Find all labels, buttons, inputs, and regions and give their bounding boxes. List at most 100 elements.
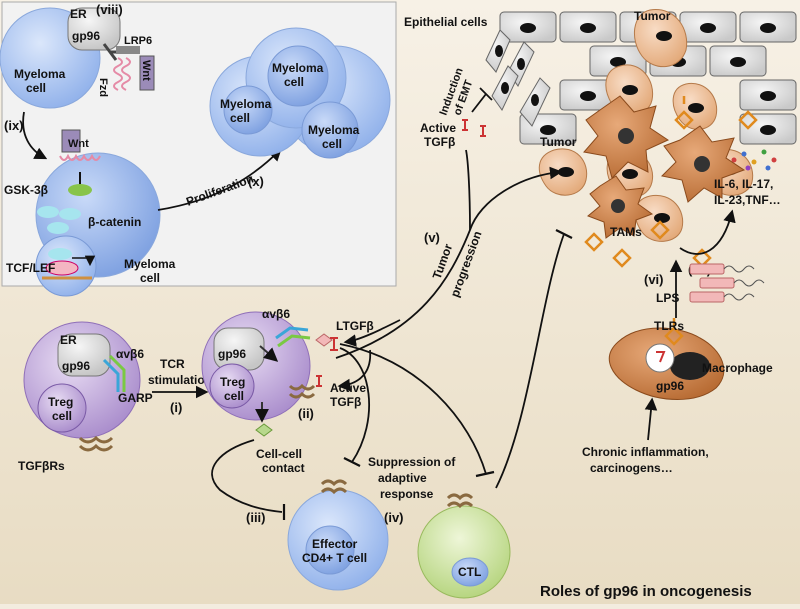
myeloma-cell-bottom-label-2: cell: [140, 271, 160, 285]
suppression-ctl-bar: [475, 470, 495, 478]
roman-viii: (viii): [96, 2, 123, 17]
gp96-label-treg-2: gp96: [218, 347, 246, 361]
arrow-ctl-tumor: [495, 233, 565, 489]
arrow-tumor-progression: [335, 166, 563, 359]
arrow-suppression-effector: [339, 347, 370, 463]
chronic-label-1: Chronic inflammation,: [582, 445, 709, 459]
active-tgfb-icon-mid: [316, 375, 322, 387]
treg-cell-label-2b: cell: [224, 389, 244, 403]
myeloma-panel: ER gp96 LRP6 (viii) Fzd Wnt Myeloma cell…: [0, 1, 397, 297]
effector-label-1: Effector: [312, 537, 358, 551]
chronic-label-2: carcinogens…: [590, 461, 673, 475]
garp-label: GARP: [118, 391, 153, 405]
suppression-effector-bar: [343, 457, 361, 467]
macrophage-gp96-label: gp96: [656, 379, 684, 393]
cluster-nucleus-2: [223, 85, 273, 135]
gp96-label-treg-1: gp96: [62, 359, 90, 373]
arrow-to-active-tgfb: [337, 349, 372, 392]
active-tgfb-mid-2: TGFβ: [330, 395, 361, 409]
arrow-proliferation: [157, 148, 282, 211]
beta-catenin-3: [47, 222, 69, 234]
cluster-nucleus-1: [301, 101, 359, 159]
ctl-label: CTL: [458, 565, 481, 579]
diagram-title: Roles of gp96 in oncogenesis: [540, 583, 752, 600]
avb6-integrin-2: [259, 326, 311, 362]
beta-catenin-2: [59, 208, 81, 220]
active-tgfb-top-1: Active: [420, 121, 456, 135]
macrophage-nucleus: [670, 352, 710, 380]
cell-contact-line: [211, 439, 283, 513]
fzd-receptor-coil: [113, 57, 131, 91]
myeloma-cell-label-top-1: Myeloma: [14, 67, 66, 81]
myeloma-cell-bottom-label-1: Myeloma: [124, 257, 176, 271]
tgfbrs-label: TGFβRs: [18, 459, 65, 473]
er-label-treg-1: ER: [60, 333, 77, 347]
treg-nucleus-1: [37, 383, 87, 433]
tgfbr-receptor-treg2: [288, 383, 316, 399]
roman-ii: (ii): [298, 406, 314, 421]
roman-vi: (vi): [644, 272, 664, 287]
transcription-arrow: [72, 255, 96, 267]
cytokines-label-1: IL-6, IL-17,: [714, 177, 773, 191]
wnt-ligand-bottom: [61, 129, 81, 153]
tumor-cells: [538, 9, 754, 242]
avb6-label-1: αvβ6: [116, 347, 144, 361]
treg-nucleus-2: [209, 363, 255, 409]
roman-iv: (iv): [384, 510, 404, 525]
macrophage-er: [645, 343, 675, 373]
er-organelle-top: [67, 7, 121, 51]
suppression-label-1: Suppression of: [368, 455, 456, 469]
treg-cell-label-1b: cell: [52, 409, 72, 423]
macrophage-label: Macrophage: [702, 361, 773, 375]
treg-cell-label-1a: Treg: [48, 395, 73, 409]
macrophage-gp96-icon: [656, 351, 666, 363]
cluster-label-3a: Myeloma: [308, 123, 360, 137]
cluster-label-2b: cell: [230, 111, 250, 125]
ltgfb-complex: [315, 333, 333, 347]
wnt-label-top: Wnt: [140, 60, 152, 81]
beta-catenin-1: [37, 206, 59, 218]
myeloma-cell-label-top-2: cell: [26, 81, 46, 95]
roman-x: (x): [248, 174, 264, 189]
er-organelle-treg-1: [57, 333, 111, 377]
emt-inhibit-line: [471, 93, 487, 113]
tams-label: TAMs: [610, 225, 642, 239]
active-tgfb-top-2: TGFβ: [424, 135, 455, 149]
effector-nucleus: [305, 525, 355, 575]
tgfbr-receptor: [78, 435, 114, 452]
treg-cell-label-2a: Treg: [220, 375, 245, 389]
tcf-lef-factor: [45, 260, 79, 276]
wnt-ligand-top: [139, 55, 155, 91]
roman-ix: (ix): [4, 118, 24, 133]
lps-molecules: [689, 263, 765, 303]
ctl-nucleus: [451, 557, 489, 587]
cluster-label-1a: Myeloma: [272, 61, 324, 75]
roman-i: (i): [170, 400, 182, 415]
tumor-panel: Epithelial cells Induction of EMT Active…: [404, 9, 797, 475]
beta-catenin-label: β-catenin: [88, 215, 141, 229]
roman-iii: (iii): [246, 510, 266, 525]
avb6-label-2: αvβ6: [262, 307, 290, 321]
ltgfb-icon: [330, 337, 338, 351]
lps-label: LPS: [656, 291, 679, 305]
gsk3b-label: GSK-3β: [4, 183, 48, 197]
tam-cells: [583, 95, 746, 239]
suppression-label-3: response: [380, 487, 434, 501]
ltgfb-label: LTGFβ: [336, 319, 374, 333]
active-tgfb-mid-1: Active: [330, 381, 366, 395]
emt-inhibit-bar: [479, 87, 493, 101]
tcr-label-1: TCR: [160, 357, 185, 371]
cytokine-dots: [731, 149, 777, 171]
wnt-label-bottom: Wnt: [68, 138, 89, 150]
tumor-mid-label: Tumor: [540, 135, 577, 149]
arrow-chronic: [644, 397, 658, 441]
er-label-top: ER: [70, 7, 87, 21]
arrow-ix: [22, 111, 48, 160]
cell-contact-label-1: Cell-cell: [256, 447, 302, 461]
cluster-label-1b: cell: [284, 75, 304, 89]
tlrs-label: TLRs: [654, 319, 684, 333]
cluster-label-2a: Myeloma: [220, 97, 272, 111]
cytokines-label-2: IL-23,TNF…: [714, 193, 781, 207]
